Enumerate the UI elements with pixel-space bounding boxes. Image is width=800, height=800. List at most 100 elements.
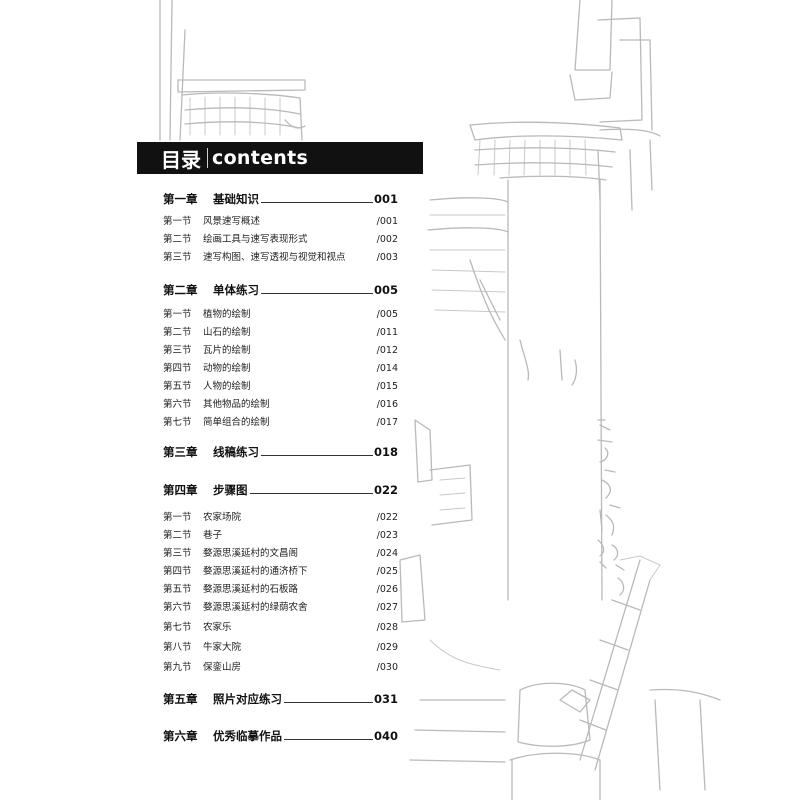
- page-number: /022: [376, 512, 398, 523]
- toc-header-bar: 目录 contents: [137, 142, 423, 174]
- section-number: 第一节: [163, 512, 192, 523]
- section-title: 人物的绘制: [203, 381, 251, 392]
- toc-chapter-row[interactable]: 第四章 步骤图 022: [163, 482, 398, 498]
- dotted-leader: [284, 739, 373, 740]
- toc-section-row[interactable]: 第三节 速写构图、速写透视与视觉和视点 /003: [163, 249, 398, 263]
- section-title: 山石的绘制: [203, 327, 251, 338]
- toc-section-row[interactable]: 第二节 巷子 /023: [163, 527, 398, 541]
- dotted-leader: [249, 493, 373, 494]
- section-number: 第二节: [163, 234, 192, 245]
- section-title: 农家场院: [203, 512, 242, 523]
- toc-chapter-row[interactable]: 第一章 基础知识 001: [163, 191, 398, 207]
- page-number: /005: [376, 309, 398, 320]
- toc-section-row[interactable]: 第三节 婺源思溪延村的文昌阁 /024: [163, 545, 398, 559]
- section-number: 第七节: [163, 622, 192, 633]
- page-number: /030: [376, 662, 398, 673]
- page-number: 001: [373, 192, 398, 206]
- page-number: /025: [376, 566, 398, 577]
- section-title: 婺源思溪延村的通济桥下: [203, 566, 308, 577]
- section-title: 婺源思溪延村的文昌阁: [203, 548, 299, 559]
- page-number: /014: [376, 363, 398, 374]
- page-number: /016: [376, 399, 398, 410]
- toc-section-row[interactable]: 第八节 牛家大院 /029: [163, 639, 398, 653]
- toc-section-row[interactable]: 第五节 婺源思溪延村的石板路 /026: [163, 581, 398, 595]
- page-number: 018: [373, 445, 398, 459]
- toc-section-row[interactable]: 第七节 简单组合的绘制 /017: [163, 414, 398, 428]
- dotted-leader: [261, 293, 373, 294]
- page-number: /026: [376, 584, 398, 595]
- page-number: /011: [376, 327, 398, 338]
- toc-section-row[interactable]: 第二节 绘画工具与速写表现形式 /002: [163, 231, 398, 245]
- page-number: 031: [373, 692, 398, 706]
- toc-section-row[interactable]: 第一节 农家场院 /022: [163, 509, 398, 523]
- page-number: /028: [376, 622, 398, 633]
- page-number: /015: [376, 381, 398, 392]
- section-number: 第三节: [163, 252, 192, 263]
- sketch-building-right: [399, 0, 661, 623]
- dotted-leader: [261, 202, 373, 203]
- toc-title-cn: 目录: [161, 147, 201, 172]
- chapter-title: 步骤图: [213, 483, 248, 497]
- toc-chapter-row[interactable]: 第五章 照片对应练习 031: [163, 691, 398, 707]
- toc-section-row[interactable]: 第四节 动物的绘制 /014: [163, 360, 398, 374]
- sketch-handwritten-signature: [597, 419, 625, 596]
- page-number: 040: [373, 729, 398, 743]
- dotted-leader: [261, 455, 373, 456]
- chapter-title: 线稿练习: [213, 445, 259, 459]
- section-number: 第七节: [163, 417, 192, 428]
- toc-chapter-row[interactable]: 第六章 优秀临摹作品 040: [163, 728, 398, 744]
- toc-section-row[interactable]: 第三节 瓦片的绘制 /012: [163, 342, 398, 356]
- section-title: 牛家大院: [203, 642, 242, 653]
- chapter-number: 第二章: [163, 283, 198, 297]
- section-number: 第二节: [163, 327, 192, 338]
- toc-chapter-row[interactable]: 第二章 单体练习 005: [163, 282, 398, 298]
- toc-title-en: contents: [212, 147, 309, 169]
- section-title: 巷子: [203, 530, 223, 541]
- page-number: /002: [376, 234, 398, 245]
- section-title: 保銮山房: [203, 662, 242, 673]
- chapter-title: 优秀临摹作品: [213, 729, 282, 743]
- chapter-number: 第五章: [163, 692, 198, 706]
- section-number: 第六节: [163, 399, 192, 410]
- sketch-ground-left: [409, 639, 506, 763]
- chapter-title: 照片对应练习: [213, 692, 282, 706]
- toc-section-row[interactable]: 第六节 其他物品的绘制 /016: [163, 396, 398, 410]
- dotted-leader: [284, 702, 373, 703]
- section-title: 婺源思溪延村的石板路: [203, 584, 299, 595]
- page-number: /024: [376, 548, 398, 559]
- chapter-number: 第六章: [163, 729, 198, 743]
- chapter-title: 单体练习: [213, 283, 259, 297]
- toc-section-row[interactable]: 第一节 植物的绘制 /005: [163, 306, 398, 320]
- toc-section-row[interactable]: 第一节 风景速写概述 /001: [163, 213, 398, 227]
- section-number: 第一节: [163, 309, 192, 320]
- section-number: 第四节: [163, 566, 192, 577]
- section-title: 简单组合的绘制: [203, 417, 270, 428]
- toc-section-row[interactable]: 第四节 婺源思溪延村的通济桥下 /025: [163, 563, 398, 577]
- page-number: /029: [376, 642, 398, 653]
- sketch-roof-top-left: [159, 0, 306, 141]
- title-separator: [207, 148, 208, 168]
- toc-section-row[interactable]: 第六节 婺源思溪延村的绿荫农舍 /027: [163, 599, 398, 613]
- page-number: /017: [376, 417, 398, 428]
- page-number: 022: [373, 483, 398, 497]
- section-number: 第三节: [163, 548, 192, 559]
- chapter-title: 基础知识: [213, 192, 259, 206]
- section-number: 第五节: [163, 381, 192, 392]
- toc-section-row[interactable]: 第七节 农家乐 /028: [163, 619, 398, 633]
- page-number: /027: [376, 602, 398, 613]
- section-number: 第五节: [163, 584, 192, 595]
- toc-chapter-row[interactable]: 第三章 线稿练习 018: [163, 444, 398, 460]
- section-number: 第三节: [163, 345, 192, 356]
- chapter-number: 第四章: [163, 483, 198, 497]
- toc-section-row[interactable]: 第五节 人物的绘制 /015: [163, 378, 398, 392]
- page-number: /012: [376, 345, 398, 356]
- section-title: 其他物品的绘制: [203, 399, 270, 410]
- section-title: 绘画工具与速写表现形式: [203, 234, 308, 245]
- toc-section-row[interactable]: 第二节 山石的绘制 /011: [163, 324, 398, 338]
- section-number: 第六节: [163, 602, 192, 613]
- section-number: 第九节: [163, 662, 192, 673]
- section-title: 风景速写概述: [203, 216, 261, 227]
- section-title: 植物的绘制: [203, 309, 251, 320]
- toc-section-row[interactable]: 第九节 保銮山房 /030: [163, 659, 398, 673]
